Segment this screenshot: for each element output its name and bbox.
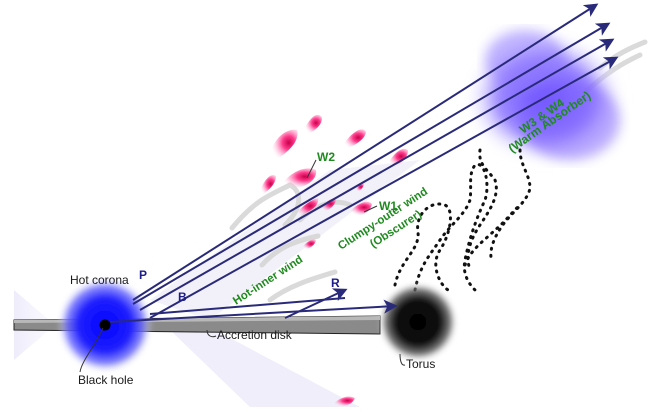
cloud-blob xyxy=(330,396,355,407)
leader-lines xyxy=(79,159,406,373)
cloud-blob xyxy=(300,239,316,250)
hot-corona-label: Hot corona xyxy=(70,273,129,287)
cloud-blob xyxy=(354,183,364,192)
ray-r-head xyxy=(284,288,348,319)
cloud-blob xyxy=(346,201,372,216)
black-hole-label: Black hole xyxy=(78,373,134,387)
ray-b-label: B xyxy=(178,290,187,304)
ray-p-1 xyxy=(132,3,599,301)
ray-r-label: R xyxy=(331,276,340,290)
w1-label: W1 xyxy=(379,199,397,213)
accretion-disk-label: Accretion disk xyxy=(217,328,293,342)
cloud-blob xyxy=(385,148,408,168)
cloud-blob xyxy=(278,168,317,189)
ray-b-2 xyxy=(149,56,619,319)
ray-disk xyxy=(109,299,398,323)
cloud-blob xyxy=(292,198,319,218)
torus-label: Torus xyxy=(406,357,435,371)
black-hole xyxy=(99,319,111,331)
w2-label: W2 xyxy=(317,150,335,164)
cloud-blob xyxy=(340,129,366,150)
lower-outflow-cone xyxy=(170,330,360,407)
ray-r xyxy=(149,297,346,315)
ray-p-2 xyxy=(132,22,611,305)
cloud-blob xyxy=(258,175,276,197)
clumpy-clouds xyxy=(258,114,408,407)
ray-p-label: P xyxy=(139,268,147,282)
cloud-blob xyxy=(318,198,336,212)
ray-paths xyxy=(109,3,619,323)
ray-b-1 xyxy=(139,38,615,311)
torus xyxy=(378,282,458,362)
cloud-blob xyxy=(268,129,298,162)
torus-dotted-streams xyxy=(393,148,532,292)
cloud-blob xyxy=(302,114,322,135)
